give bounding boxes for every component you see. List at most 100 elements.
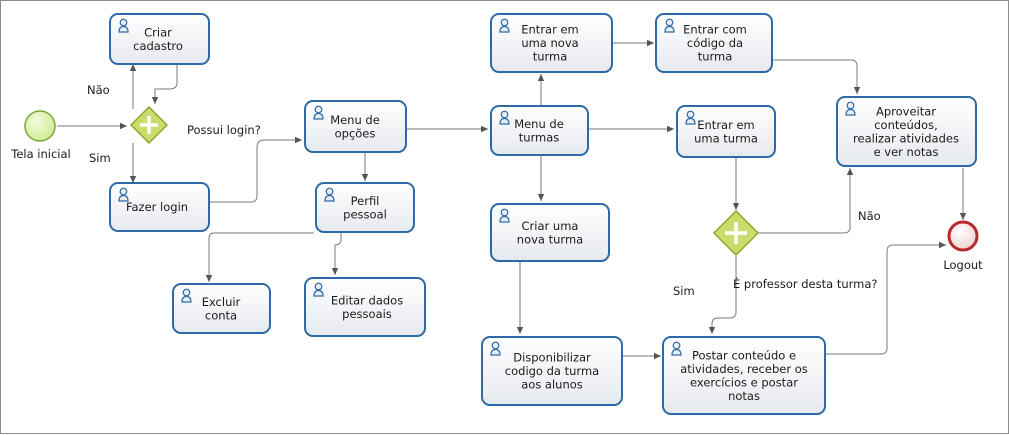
- task-label-line: Excluir: [202, 295, 241, 309]
- end-event: Logout: [943, 220, 983, 272]
- task-label-line: exercícios e postar: [690, 375, 798, 389]
- task-label-line: codigo da turma: [505, 364, 599, 378]
- gateway-professor-no-label: Não: [858, 209, 881, 223]
- start-event-label: Tela inicial: [10, 147, 70, 161]
- task-box: [490, 203, 610, 262]
- start-event: Tela inicial: [10, 110, 71, 161]
- user-task-icon: [313, 105, 324, 120]
- user-task-icon: [671, 341, 682, 356]
- user-task-icon: [313, 282, 324, 297]
- task-label-line: Menu de: [330, 113, 380, 127]
- edge-gateway-to-aproveitar: [758, 168, 854, 234]
- edge-perfil-to-excluir: [205, 232, 314, 282]
- edge-perfil-to-editar: [331, 233, 342, 275]
- task-label-line: uma nova: [521, 36, 578, 50]
- task-label-line: Fazer login: [126, 200, 188, 214]
- end-event-circle: [947, 220, 979, 252]
- user-task-icon: [324, 187, 335, 202]
- gateway-possui-login: Possui login? Não Sim: [87, 83, 261, 165]
- task-label-line: Postar conteúdo e: [692, 348, 796, 362]
- edge-postar-to-logout: [826, 241, 946, 355]
- task-box: [304, 100, 407, 153]
- task-label-line: turma: [533, 50, 568, 64]
- task-label-line: pessoais: [342, 307, 392, 321]
- user-task-icon: [664, 18, 675, 33]
- start-event-circle: [24, 110, 56, 142]
- task-label-line: e ver notas: [874, 145, 939, 159]
- gateway-professor: É professor desta turma? Não Sim: [673, 209, 881, 298]
- edges: [57, 39, 967, 360]
- user-task-icon: [499, 208, 510, 223]
- task-box: [490, 105, 589, 156]
- edge-gateway-to-postar: [708, 256, 737, 334]
- gateway-login-yes-label: Sim: [89, 151, 111, 165]
- task-label-line: Entrar em: [521, 23, 579, 37]
- task-label-line: conta: [205, 308, 237, 322]
- user-task-icon: [499, 110, 510, 125]
- task-box: [481, 336, 623, 406]
- user-task-icon: [499, 18, 510, 33]
- gateway-login-no-label: Não: [87, 83, 110, 97]
- task-box: [490, 13, 613, 73]
- task-label-line: realizar atividades: [853, 131, 959, 145]
- task-label-line: Criar: [144, 25, 172, 39]
- task-label-line: Menu de: [514, 117, 564, 131]
- task-label-line: opções: [335, 126, 376, 140]
- gateway-professor-yes-label: Sim: [673, 284, 695, 298]
- edge-fazer-login-to-menu-opcoes: [210, 136, 302, 203]
- task-label-line: notas: [728, 389, 760, 403]
- task-label-line: turma: [698, 50, 733, 64]
- task-label-line: aos alunos: [521, 378, 583, 392]
- user-task-icon: [118, 187, 129, 202]
- task-label-line: Disponibilizar: [513, 351, 591, 365]
- task-box: [836, 96, 977, 167]
- task-label-line: Perfil: [351, 194, 380, 208]
- task-box: [315, 182, 415, 233]
- user-task-icon: [490, 341, 501, 356]
- task-label-line: Entrar com: [683, 23, 747, 37]
- task-box: [662, 336, 826, 415]
- plus-icon: [725, 222, 747, 244]
- end-event-label: Logout: [943, 258, 983, 272]
- user-task-icon: [181, 288, 192, 303]
- task-box: [109, 182, 210, 232]
- task-label-line: Aproveitar: [876, 104, 936, 118]
- task-label-line: uma turma: [694, 131, 758, 145]
- task-fazer-login: Fazer login: [109, 182, 210, 232]
- task-label-line: Entrar em: [697, 118, 755, 132]
- task-box: [676, 105, 776, 158]
- task-box: [109, 13, 210, 65]
- task-label-line: conteúdos,: [874, 118, 938, 132]
- task-box: [172, 283, 271, 334]
- edge-criar-cadastro-to-gateway: [151, 64, 178, 104]
- gateway-professor-question: É professor desta turma?: [733, 276, 878, 291]
- plus-icon: [140, 116, 158, 134]
- user-task-icon: [118, 18, 129, 33]
- gateway-login-question: Possui login?: [187, 123, 261, 137]
- task-label-line: código da: [687, 36, 743, 50]
- task-label-line: pessoal: [343, 207, 387, 221]
- user-task-icon: [685, 110, 696, 125]
- edge-codigo-to-aproveitar: [773, 59, 861, 94]
- task-box: [304, 277, 426, 337]
- task-label-line: Editar dados: [331, 293, 403, 307]
- task-label-line: turmas: [519, 130, 560, 144]
- task-label-line: atividades, receber os: [680, 362, 808, 376]
- task-label-line: Criar uma: [522, 219, 579, 233]
